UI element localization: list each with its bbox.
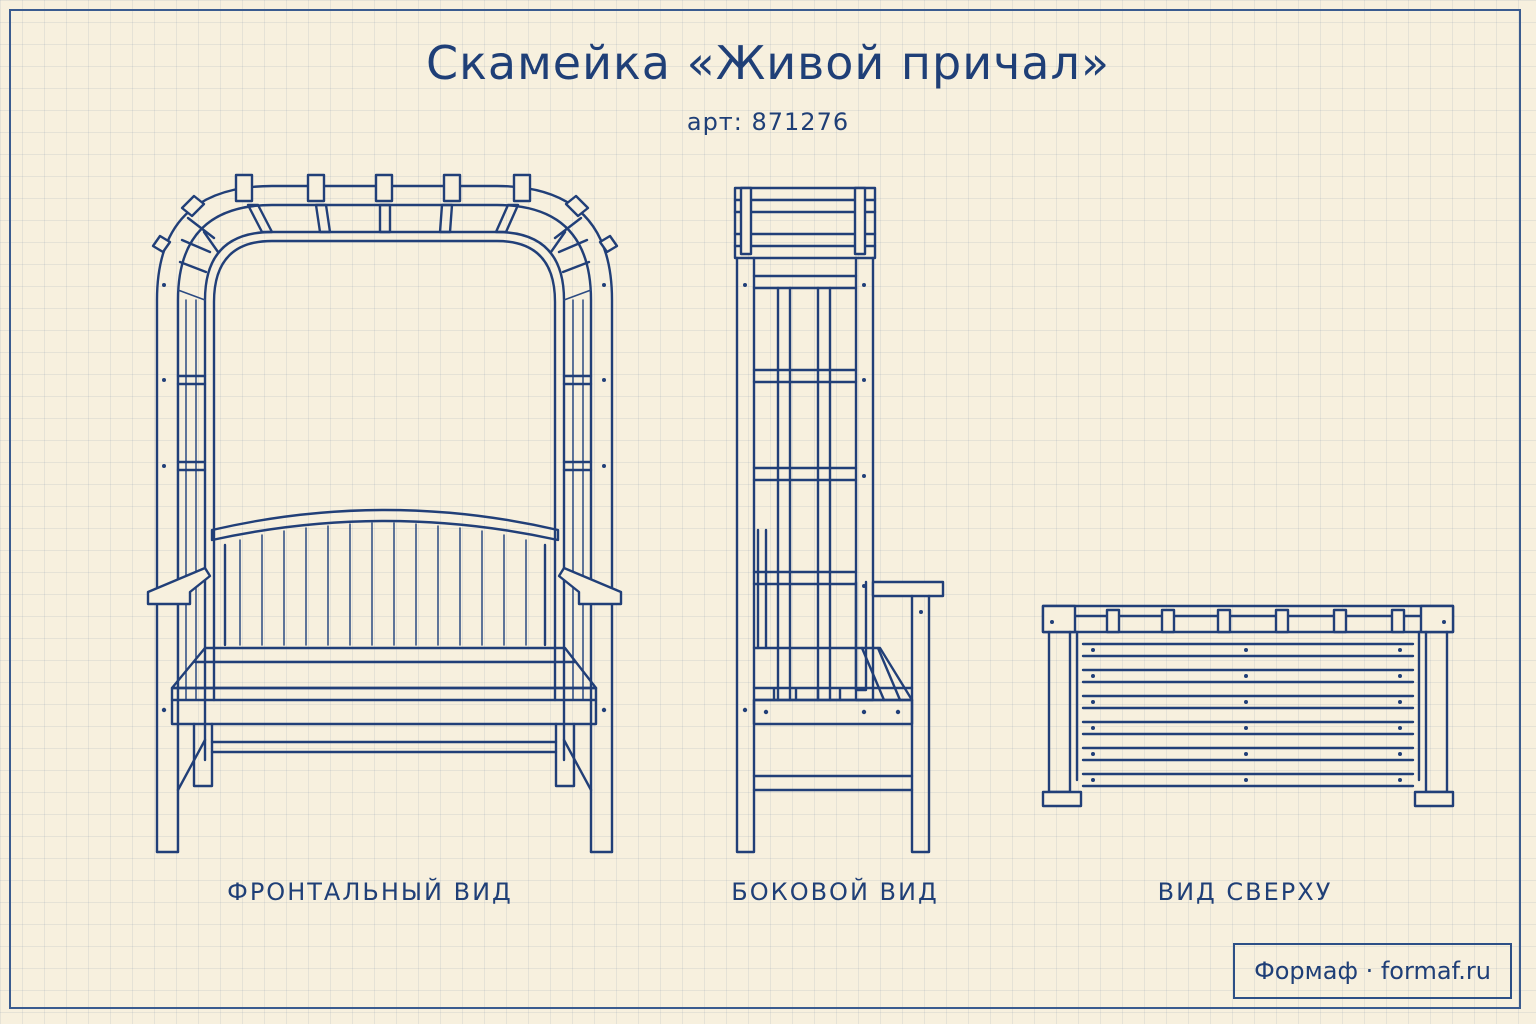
front-view-caption: ФРОНТАЛЬНЫЙ ВИД <box>227 878 513 906</box>
top-view-caption: ВИД СВЕРХУ <box>1157 878 1333 906</box>
sheet-title: Скамейка «Живой причал» <box>425 36 1111 90</box>
side-view-drawing <box>733 186 945 854</box>
top-view-drawing <box>1041 604 1455 808</box>
side-view-caption: БОКОВОЙ ВИД <box>731 878 939 906</box>
brand-text: Формаф · formaf.ru <box>1254 957 1491 985</box>
article-number: арт: 871276 <box>686 108 850 136</box>
front-view-drawing <box>146 173 623 854</box>
sheet-border <box>9 9 1521 1009</box>
brand-stamp: Формаф · formaf.ru <box>1233 943 1512 999</box>
